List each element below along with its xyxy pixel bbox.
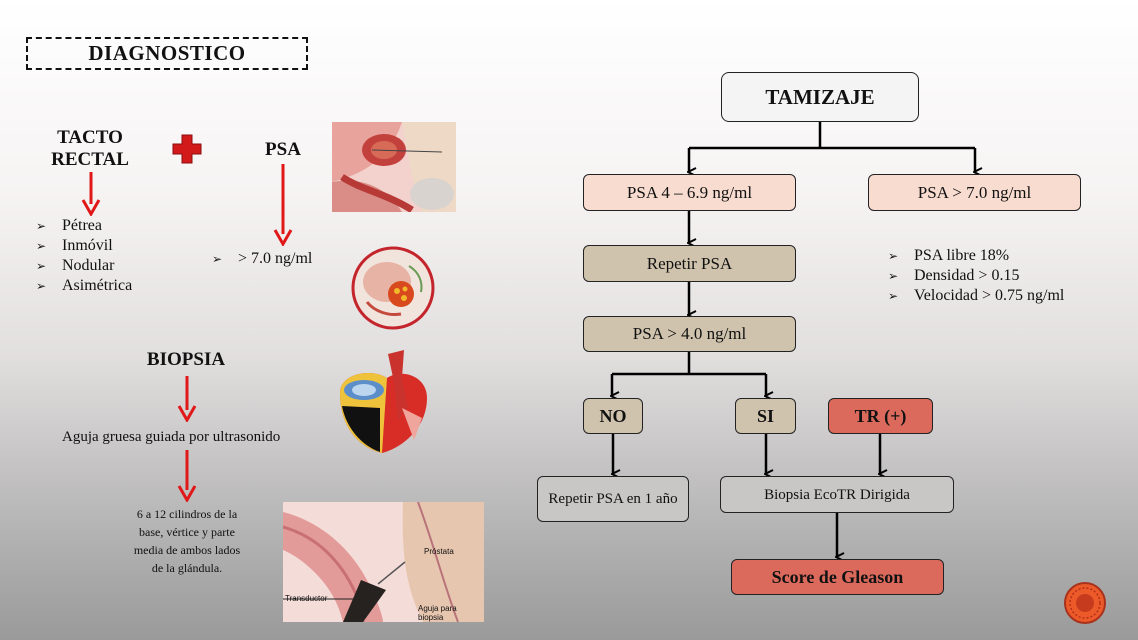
transrectal-ultrasound-image — [283, 502, 484, 622]
tamizaje-box: TAMIZAJE — [721, 72, 919, 122]
psa-high-box: PSA > 7.0 ng/ml — [868, 174, 1081, 211]
list-item: ➢Inmóvil — [36, 237, 113, 254]
tacto-rectal-heading: TACTO RECTAL — [51, 127, 129, 170]
tacto-findings-list: ➢Pétrea ➢Inmóvil ➢Nodular ➢Asimétrica — [36, 216, 186, 296]
red-arrow-icon — [177, 450, 197, 502]
biopsia-eco-box: Biopsia EcoTR Dirigida — [720, 476, 954, 513]
psa-mid-box: PSA 4 – 6.9 ng/ml — [583, 174, 796, 211]
tr-positive-box: TR (+) — [828, 398, 933, 434]
slide-nav-button-icon[interactable] — [1063, 581, 1107, 625]
red-arrow-icon — [81, 172, 101, 216]
repetir-psa-box: Repetir PSA — [583, 245, 796, 282]
list-item: ➢PSA libre 18% — [888, 247, 1010, 264]
criteria-list: ➢PSA libre 18% ➢Densidad > 0.15 ➢Velocid… — [888, 246, 1118, 306]
si-box: SI — [735, 398, 796, 434]
biopsia-heading: BIOPSIA — [146, 349, 226, 370]
list-item: ➢Asimétrica — [36, 277, 133, 294]
transductor-label: Transductor — [285, 594, 328, 603]
list-item: ➢> 7.0 ng/ml — [212, 250, 313, 267]
no-box: NO — [583, 398, 643, 434]
aguja-label: Aguja para biopsia — [418, 604, 457, 622]
plus-cross-icon — [172, 134, 202, 164]
psa-gt4-box: PSA > 4.0 ng/ml — [583, 316, 796, 352]
list-item: ➢Pétrea — [36, 217, 102, 234]
list-item: ➢Densidad > 0.15 — [888, 267, 1020, 284]
pelvic-anatomy-image — [332, 122, 456, 212]
prostate-tumor-image — [351, 246, 435, 330]
page-title: DIAGNOSTICO — [26, 37, 308, 70]
psa-heading: PSA — [265, 139, 301, 160]
score-gleason-box: Score de Gleason — [731, 559, 944, 595]
biopsia-step1-text: Aguja gruesa guiada por ultrasonido — [62, 429, 281, 445]
repetir-anio-box: Repetir PSA en 1 año — [537, 476, 689, 522]
list-item: ➢Velocidad > 0.75 ng/ml — [888, 287, 1065, 304]
prostata-label: Próstata — [424, 547, 454, 556]
red-arrow-icon — [177, 376, 197, 422]
psa-value-list: ➢> 7.0 ng/ml — [212, 249, 342, 269]
red-arrow-icon — [273, 164, 293, 246]
prostate-cutaway-image — [340, 350, 427, 453]
list-item: ➢Nodular — [36, 257, 115, 274]
biopsia-step2-text: 6 a 12 cilindros de la base, vértice y p… — [133, 507, 241, 575]
